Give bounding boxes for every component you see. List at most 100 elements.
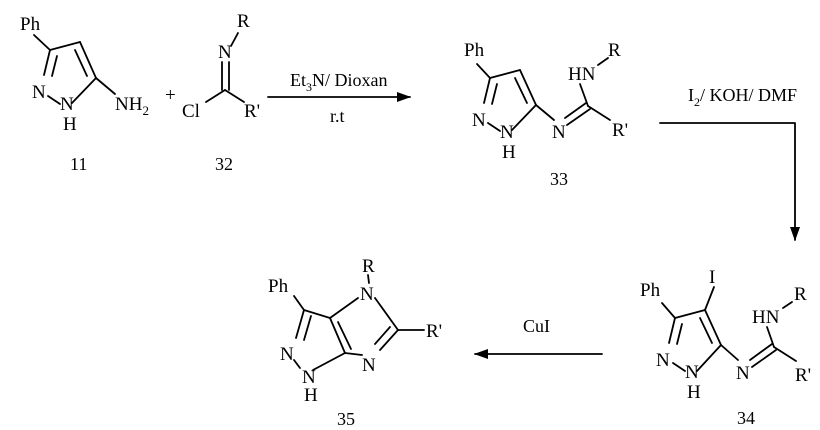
- bond: [487, 122, 501, 132]
- r-label: R: [362, 256, 375, 277]
- bond: [230, 32, 239, 47]
- compound-32: N R Cl R' 32: [182, 11, 260, 174]
- bond: [704, 286, 715, 311]
- imine-n-label: N: [218, 42, 232, 63]
- ring-h-label: H: [63, 114, 77, 135]
- compound-11: Ph N N H NH2 11: [20, 14, 149, 174]
- compound-number-33: 33: [550, 169, 568, 189]
- bond: [329, 317, 346, 354]
- compound-35: Ph R N R' N N N H 35: [268, 256, 442, 429]
- bond: [676, 323, 683, 345]
- bond: [749, 343, 773, 361]
- compound-34: Ph I N N H HN R N R' 34: [640, 267, 811, 428]
- bond: [224, 89, 245, 103]
- r-prime-label: R': [795, 365, 811, 386]
- bond: [704, 309, 722, 346]
- bond: [49, 41, 81, 51]
- bond: [489, 69, 521, 79]
- phenyl-label: Ph: [640, 280, 661, 301]
- bond: [483, 77, 491, 104]
- bond: [564, 102, 587, 119]
- r-label: R: [608, 40, 621, 61]
- bond: [773, 346, 797, 362]
- hn-label: HN: [752, 307, 780, 328]
- iodo-label: I: [709, 267, 715, 288]
- bond: [71, 77, 97, 104]
- phenyl-label: Ph: [268, 276, 289, 297]
- ring-h-label: H: [502, 142, 516, 163]
- ring-n-label: N: [32, 82, 46, 103]
- reaction-arrow: [659, 122, 800, 241]
- bond: [782, 301, 793, 309]
- arrow-1-condition-above: Et3N/ Dioxan: [290, 70, 388, 94]
- ring-nh-label: N: [302, 367, 316, 388]
- bond: [514, 77, 528, 104]
- bond: [79, 41, 97, 79]
- bond: [293, 359, 301, 369]
- arrow-step-3: CuI: [474, 316, 603, 359]
- ring-nh-label: N: [500, 122, 514, 143]
- bond: [303, 315, 312, 341]
- bond: [51, 55, 58, 77]
- ring-nh-label: N: [685, 362, 699, 383]
- bond: [696, 344, 722, 372]
- r-label: R: [237, 11, 250, 32]
- imine-n-label: N: [736, 363, 750, 384]
- compound-number-34: 34: [737, 408, 755, 428]
- bond: [535, 104, 555, 121]
- bond: [205, 89, 226, 103]
- r-prime-label: R': [612, 120, 628, 141]
- ring-h-label: H: [304, 385, 318, 406]
- bond: [674, 309, 706, 319]
- bond: [344, 352, 363, 356]
- arrow-step-1: Et3N/ Dioxan r.t: [267, 70, 411, 126]
- bond: [491, 83, 498, 105]
- bond: [293, 295, 305, 311]
- bond: [95, 77, 116, 95]
- bond: [337, 321, 352, 350]
- compound-number-11: 11: [70, 154, 87, 174]
- imine-n-label: N: [552, 122, 566, 143]
- bond: [597, 57, 609, 66]
- r-prime-label: R': [244, 101, 260, 122]
- compound-33: Ph N N H HN R N R' 33: [464, 40, 628, 189]
- bond: [303, 309, 331, 319]
- bond: [329, 297, 359, 319]
- r-prime-label: R': [426, 321, 442, 342]
- arrow-1-condition-below: r.t: [330, 106, 345, 126]
- bond: [43, 49, 51, 76]
- bond: [33, 34, 51, 51]
- ring-n-label: N: [472, 110, 486, 131]
- chloro-label: Cl: [182, 101, 200, 122]
- bond: [579, 83, 589, 107]
- bond: [367, 274, 370, 284]
- bond: [699, 317, 713, 344]
- compound-number-32: 32: [215, 154, 233, 174]
- bond: [374, 297, 399, 331]
- bond: [511, 104, 537, 131]
- bond: [566, 108, 591, 126]
- bond: [766, 326, 775, 348]
- n6-label: N: [362, 355, 376, 376]
- bond: [476, 63, 491, 79]
- bond: [47, 95, 61, 105]
- phenyl-label: Ph: [20, 14, 41, 35]
- bond: [661, 302, 676, 319]
- ring-n-label: N: [280, 344, 294, 365]
- ring-n-label: N: [656, 350, 670, 371]
- arrow-step-2: I2/ KOH/ DMF: [659, 85, 800, 241]
- bond: [295, 309, 305, 339]
- bond: [374, 326, 391, 345]
- bond: [672, 362, 686, 372]
- n4-label: N: [360, 284, 374, 305]
- plus-sign: +: [165, 85, 176, 106]
- bond: [668, 317, 676, 344]
- hn-label: HN: [568, 64, 596, 85]
- ring-nh-label: N: [60, 94, 74, 115]
- amine-label: NH2: [115, 94, 149, 118]
- r-label: R: [794, 284, 807, 305]
- bond: [587, 105, 611, 121]
- arrow-3-condition-above: CuI: [523, 316, 550, 336]
- bond: [519, 69, 537, 106]
